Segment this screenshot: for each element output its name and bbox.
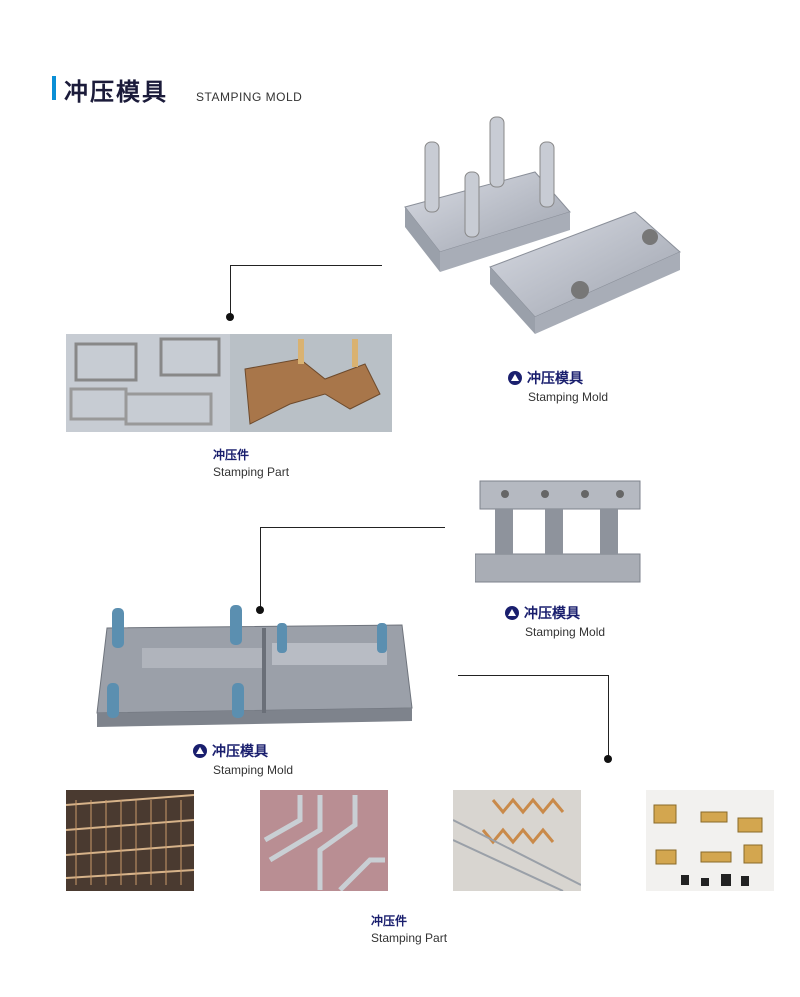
connector-line xyxy=(230,265,231,317)
stamping-part-photo-5 xyxy=(646,790,774,891)
stamping-mold-photo-3 xyxy=(92,603,417,730)
stamping-part-photo-4 xyxy=(453,790,581,891)
caption-cn: 冲压件 xyxy=(371,914,408,928)
triangle-circle-icon xyxy=(193,744,207,758)
connector-line xyxy=(230,265,382,266)
page-subtitle: STAMPING MOLD xyxy=(196,90,303,104)
connector-dot xyxy=(256,606,264,614)
caption-part-1: 冲压件 Stamping Part xyxy=(213,446,289,479)
page-title: 冲压模具 xyxy=(64,79,168,106)
stamping-part-photo-1b xyxy=(230,334,392,432)
connector-line xyxy=(260,527,445,528)
caption-en: Stamping Mold xyxy=(528,390,609,404)
connector-dot xyxy=(604,755,612,763)
stamping-part-photo-1a xyxy=(66,334,230,432)
connector-line xyxy=(260,527,261,609)
caption-mold-3: 冲压模具 Stamping Mold xyxy=(193,741,293,777)
caption-mold-1: 冲压模具 Stamping Mold xyxy=(508,368,608,404)
connector-line xyxy=(608,675,609,757)
caption-en: Stamping Mold xyxy=(213,763,294,777)
caption-cn: 冲压模具 xyxy=(527,370,583,386)
caption-mold-2: 冲压模具 Stamping Mold xyxy=(505,603,605,639)
caption-cn: 冲压模具 xyxy=(212,743,268,759)
title-accent-bar xyxy=(52,76,56,100)
stamping-mold-photo-2 xyxy=(475,466,645,590)
caption-cn: 冲压件 xyxy=(213,448,250,462)
stamping-mold-photo-1 xyxy=(395,112,685,337)
caption-cn: 冲压模具 xyxy=(524,605,580,621)
stamping-part-photo-2 xyxy=(66,790,194,891)
triangle-circle-icon xyxy=(508,371,522,385)
caption-part-2: 冲压件 Stamping Part xyxy=(371,912,447,945)
stamping-part-photo-3 xyxy=(260,790,388,891)
caption-en: Stamping Part xyxy=(371,931,448,945)
caption-en: Stamping Mold xyxy=(525,625,606,639)
triangle-circle-icon xyxy=(505,606,519,620)
connector-line xyxy=(458,675,608,676)
caption-en: Stamping Part xyxy=(213,465,290,479)
connector-dot xyxy=(226,313,234,321)
